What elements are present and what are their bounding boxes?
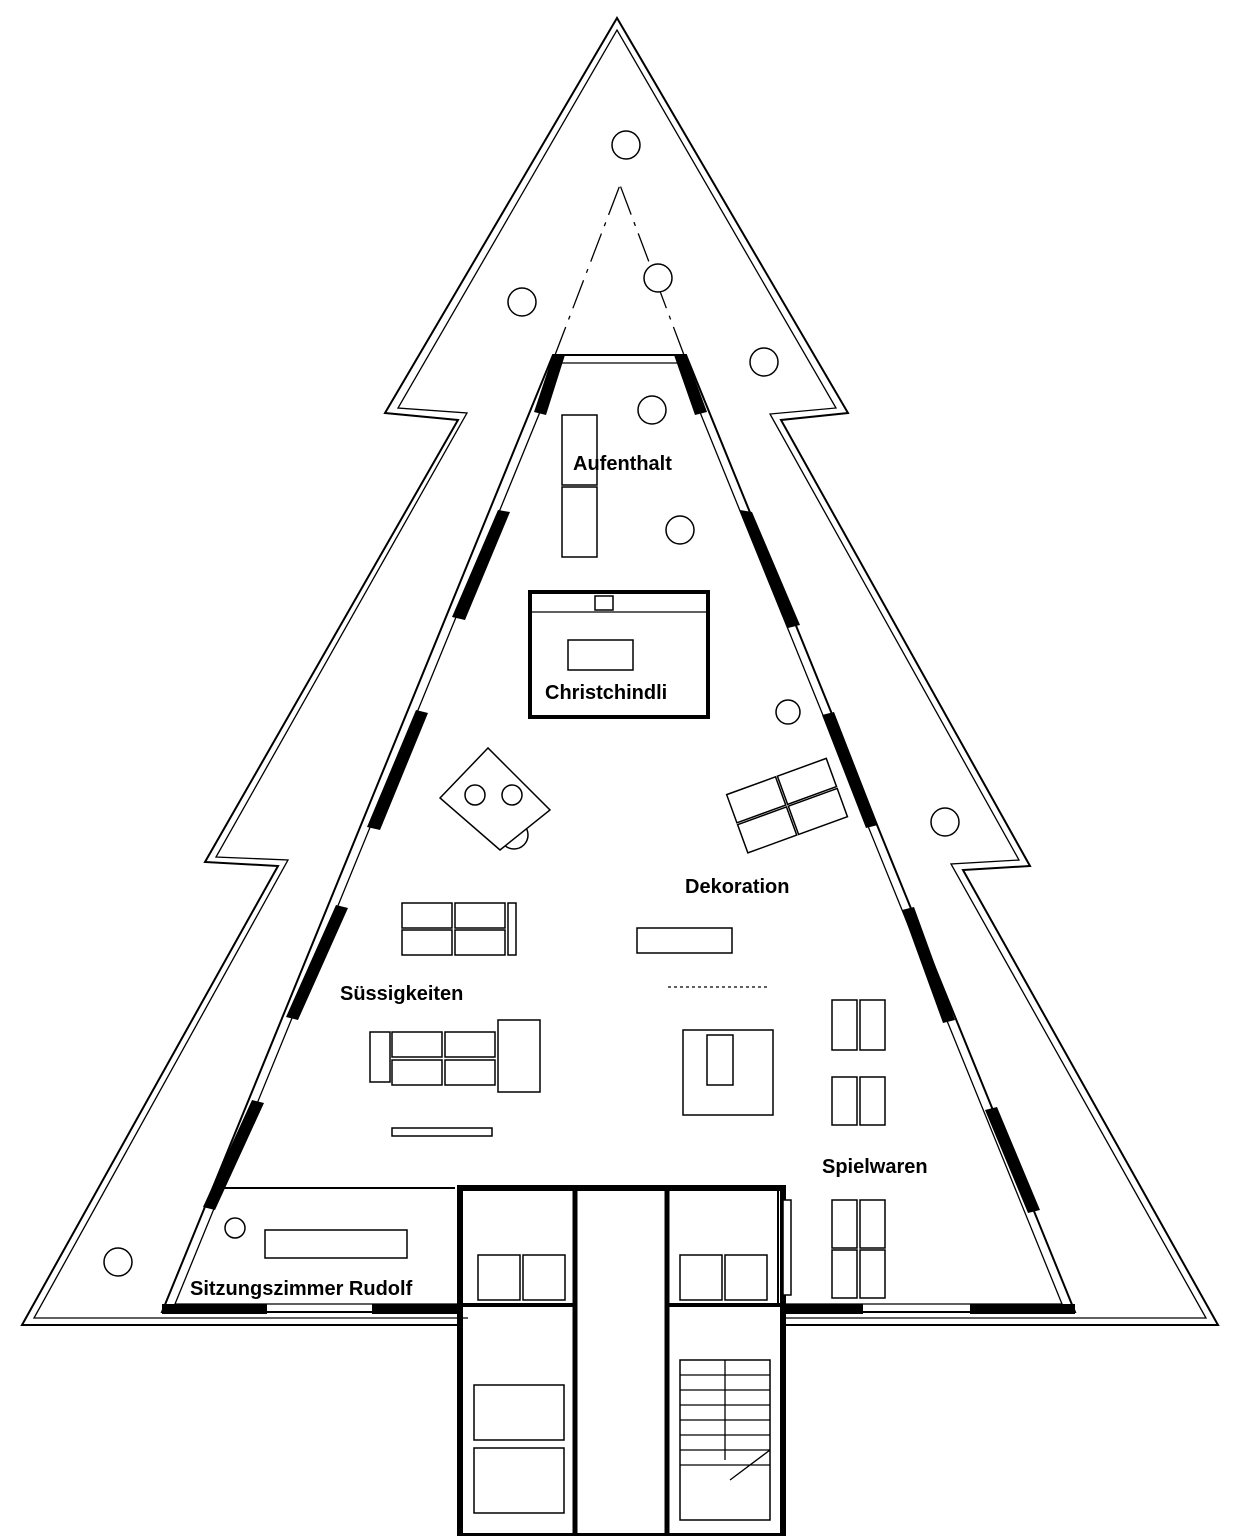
furniture	[103, 130, 960, 1299]
building-envelope	[160, 184, 1077, 1314]
service-core	[457, 1185, 786, 1536]
christchindli-room	[528, 590, 710, 719]
room-labels: Aufenthalt Christchindli Dekoration Süss…	[190, 453, 928, 1300]
label-suessigkeiten: Süssigkeiten	[340, 983, 463, 1005]
label-aufenthalt: Aufenthalt	[573, 453, 672, 475]
label-dekoration: Dekoration	[685, 876, 789, 898]
label-spielwaren: Spielwaren	[822, 1156, 928, 1178]
tree-outline	[20, 16, 1220, 1326]
label-sitzungszimmer-rudolf: Sitzungszimmer Rudolf	[190, 1278, 413, 1300]
staircase	[679, 1359, 771, 1521]
label-christchindli: Christchindli	[545, 682, 667, 704]
